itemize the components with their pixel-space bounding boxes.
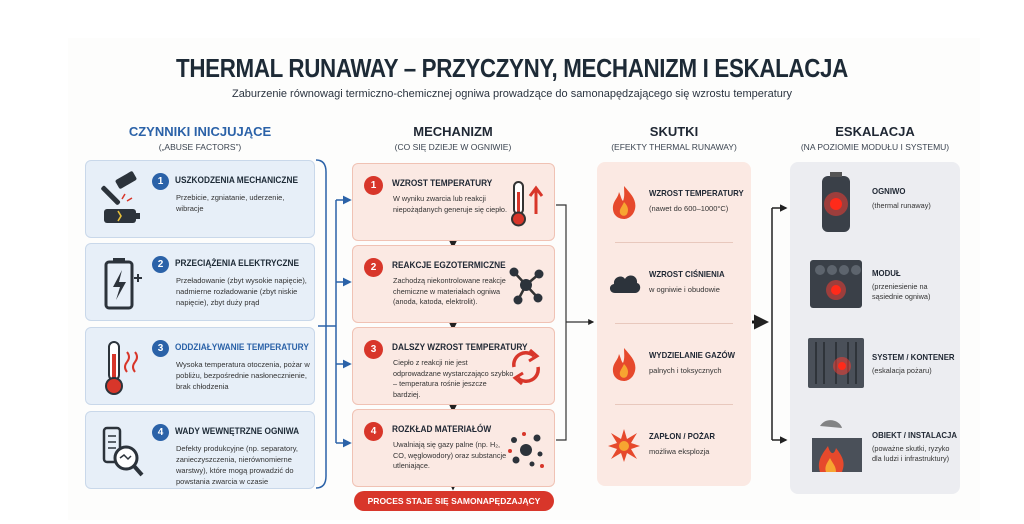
cause-title: WADY WEWNĘTRZNE OGNIWA xyxy=(175,426,300,436)
escalation-title: OGNIWO xyxy=(872,186,906,196)
mechanism-desc: Zachodzą niekontrolowane reakcje chemicz… xyxy=(393,276,506,306)
effect-divider xyxy=(615,242,733,243)
mechanism-heading-sub: (CO SIĘ DZIEJE W OGNIWIE) xyxy=(394,142,512,152)
effect-item-2: WZROST CIŚNIENIA w ogniwie i obudowie xyxy=(597,243,751,323)
cycle-arrows-icon xyxy=(512,348,540,386)
causes-heading: CZYNNIKI INICJUJĄCE („ABUSE FACTORS”) xyxy=(100,124,300,152)
mechanism-desc: W wyniku zwarcia lub reakcji niepożądany… xyxy=(393,194,507,214)
effects-heading-sub: (EFEKTY THERMAL RUNAWAY) xyxy=(611,142,737,152)
escalation-heading-title: ESKALACJA xyxy=(835,124,915,139)
mechanism-title: ROZKŁAD MATERIAŁÓW xyxy=(392,424,492,434)
mechanism-card-1: 1 WZROST TEMPERATURY W wyniku zwarcia lu… xyxy=(352,163,555,241)
escalation-desc: (thermal runaway) xyxy=(872,201,931,210)
effect-item-4: ZAPŁON / POŻAR możliwa eksplozja xyxy=(597,405,751,485)
page-subtitle: Zaburzenie równowagi termiczno-chemiczne… xyxy=(231,88,793,100)
mechanism-card-4: 4 ROZKŁAD MATERIAŁÓW Uwalniają się gazy … xyxy=(352,409,555,487)
effects-heading-title: SKUTKI xyxy=(649,124,699,139)
cause-number: 1 xyxy=(152,173,169,190)
battery-bolt-icon xyxy=(104,258,142,310)
cause-desc: Wysoka temperatura otoczenia, pożar w po… xyxy=(176,360,310,391)
effect-desc: palnych i toksycznych xyxy=(649,366,722,375)
cause-card-3: 3 ODDZIAŁYWANIE TEMPERATURY Wysoka tempe… xyxy=(85,327,315,405)
causes-heading-title: CZYNNIKI INICJUJĄCE xyxy=(128,124,272,139)
mechanism-heading-title: MECHANIZM xyxy=(413,124,493,139)
mechanism-heading: MECHANIZM (CO SIĘ DZIEJE W OGNIWIE) xyxy=(353,124,553,152)
escalation-heading: ESKALACJA (NA POZIOMIE MODUŁU I SYSTEMU) xyxy=(775,124,975,152)
escalation-title: SYSTEM / KONTENER xyxy=(872,352,955,362)
effect-divider xyxy=(615,323,733,324)
escalation-title: OBIEKT / INSTALACJA xyxy=(872,430,958,440)
mechanism-title: REAKCJE EGZOTERMICZNE xyxy=(392,260,506,270)
escalation-desc: (przeniesienie na sąsiednie ogniwa) xyxy=(872,282,931,301)
cause-desc: Przebicie, zgniatanie, uderzenie, wibrac… xyxy=(176,193,285,213)
escalation-desc: (eskalacja pożaru) xyxy=(872,366,932,375)
effect-item-1: WZROST TEMPERATURY (nawet do 600–1000°C) xyxy=(597,162,751,242)
flame-icon xyxy=(612,348,636,381)
cause-title: USZKODZENIA MECHANICZNE xyxy=(175,175,298,185)
mechanism-card-3: 3 DALSZY WZROST TEMPERATURY Ciepło z rea… xyxy=(352,327,555,405)
cause-card-4: 4 WADY WEWNĘTRZNE OGNIWA Defekty produkc… xyxy=(85,411,315,489)
cause-desc: Przeładowanie (zbyt wysokie napięcie), n… xyxy=(176,276,307,307)
page-title: THERMAL RUNAWAY – PRZYCZYNY, MECHANIZM I… xyxy=(176,53,848,83)
mechanism-desc: Uwalniają się gazy palne (np. H₂, CO, wę… xyxy=(393,440,507,470)
mechanism-number: 2 xyxy=(364,258,383,277)
cause-desc: Defekty produkcyjne (np. separatory, zan… xyxy=(176,444,299,486)
effect-title: ZAPŁON / POŻAR xyxy=(649,431,716,441)
self-sustaining-banner: PROCES STAJE SIĘ SAMONAPĘDZAJĄCY xyxy=(354,491,554,511)
burning-building-icon xyxy=(812,420,862,472)
effect-desc: (nawet do 600–1000°C) xyxy=(649,204,729,213)
cell-icon xyxy=(822,172,850,232)
cause-card-1: 1 USZKODZENIA MECHANICZNE Przebicie, zgn… xyxy=(85,160,315,238)
effect-title: WZROST CIŚNIENIA xyxy=(649,269,725,279)
mechanism-title: DALSZY WZROST TEMPERATURY xyxy=(392,342,528,352)
cause-number: 4 xyxy=(152,424,169,441)
mechanism-number: 3 xyxy=(364,340,383,359)
cause-number: 3 xyxy=(152,340,169,357)
thermometer-heat-icon xyxy=(105,341,138,395)
effects-heading: SKUTKI (EFEKTY THERMAL RUNAWAY) xyxy=(574,124,774,152)
effect-desc: w ogniwie i obudowie xyxy=(649,285,720,294)
effects-panel: WZROST TEMPERATURY (nawet do 600–1000°C)… xyxy=(597,162,751,486)
effect-divider xyxy=(615,404,733,405)
mechanism-title: WZROST TEMPERATURY xyxy=(392,178,493,188)
escalation-desc: (poważne skutki, ryzyko dla ludzi i infr… xyxy=(872,444,950,463)
effect-item-3: WYDZIELANIE GAZÓW palnych i toksycznych xyxy=(597,324,751,404)
effect-title: WYDZIELANIE GAZÓW xyxy=(649,350,736,360)
thermometer-up-icon xyxy=(511,181,544,227)
causes-bracket xyxy=(315,159,327,489)
mechanism-number: 1 xyxy=(364,176,383,195)
cause-number: 2 xyxy=(152,256,169,273)
mechanism-desc: Ciepło z reakcji nie jest odprowadzane w… xyxy=(393,358,514,399)
cloud-icon xyxy=(609,275,641,293)
flame-icon xyxy=(612,186,636,219)
module-icon xyxy=(810,260,862,308)
explosion-icon xyxy=(608,429,640,462)
effect-desc: możliwa eksplozja xyxy=(649,447,710,456)
gas-particles-icon xyxy=(508,432,544,468)
container-icon xyxy=(808,338,864,388)
magnifier-cell-icon xyxy=(102,426,144,477)
mechanism-card-2: 2 REAKCJE EGZOTERMICZNE Zachodzą niekont… xyxy=(352,245,555,323)
molecule-icon xyxy=(509,267,544,305)
cause-title: ODDZIAŁYWANIE TEMPERATURY xyxy=(175,342,309,352)
escalation-heading-sub: (NA POZIOMIE MODUŁU I SYSTEMU) xyxy=(800,142,950,152)
hammer-battery-icon xyxy=(101,171,140,223)
escalation-title: MODUŁ xyxy=(872,268,901,278)
cause-card-2: 2 PRZECIĄŻENIA ELEKTRYCZNE Przeładowanie… xyxy=(85,243,315,321)
effect-title: WZROST TEMPERATURY xyxy=(649,188,744,198)
cause-title: PRZECIĄŻENIA ELEKTRYCZNE xyxy=(175,258,300,268)
causes-heading-sub: („ABUSE FACTORS”) xyxy=(158,142,242,152)
mechanism-number: 4 xyxy=(364,422,383,441)
